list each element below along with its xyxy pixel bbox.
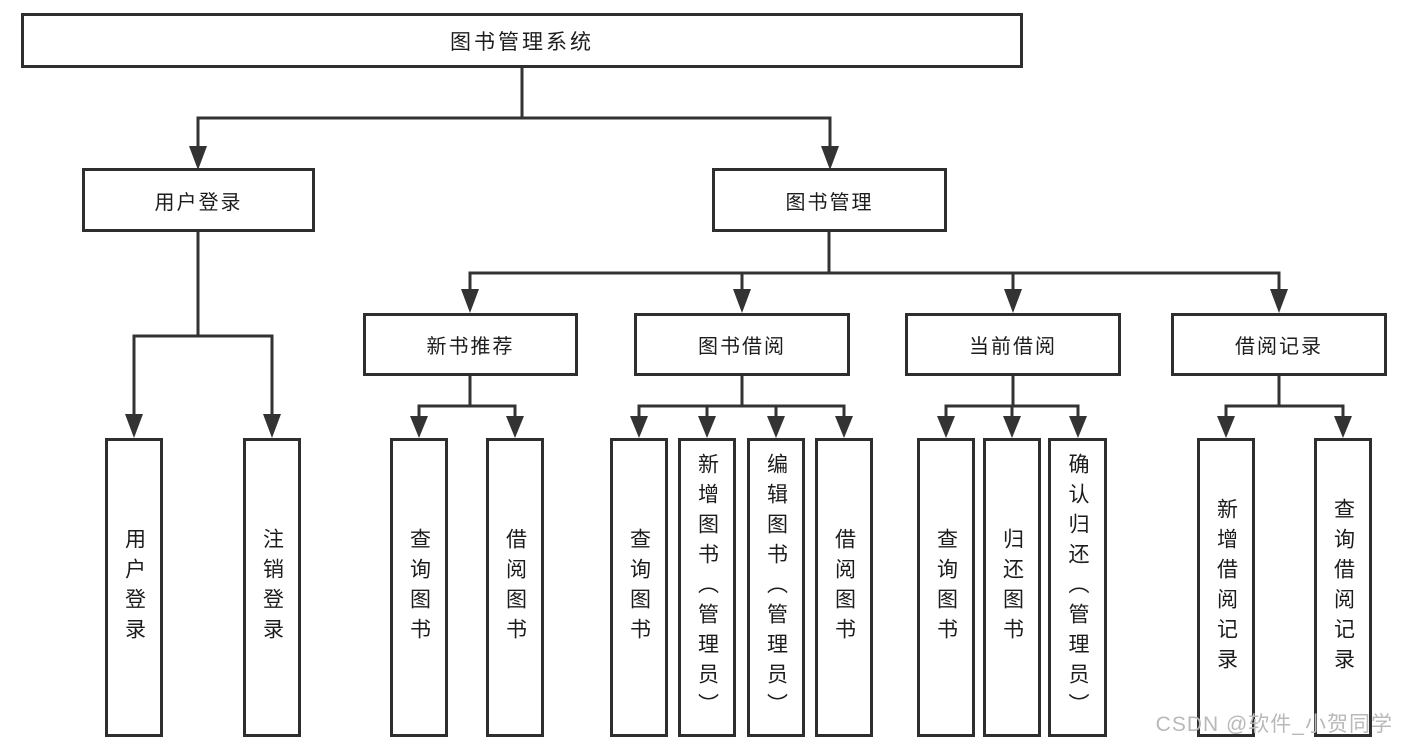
arrowhead [189, 146, 207, 170]
arrowhead [698, 416, 716, 438]
leaf-add-borrow-record: 新增借阅记录 [1197, 438, 1255, 737]
arrowhead [1069, 416, 1087, 438]
edges-root [189, 64, 839, 170]
arrowhead [506, 416, 524, 438]
node-user-login: 用户登录 [82, 168, 315, 232]
arrowhead [937, 416, 955, 438]
edges-new-book-recommend [410, 372, 524, 438]
arrowhead [1217, 416, 1235, 438]
arrowhead [1270, 289, 1288, 313]
csdn-watermark: CSDN @软件_小贺同学 [1155, 713, 1393, 736]
node-current-borrowing: 当前借阅 [905, 313, 1121, 376]
arrowhead [835, 416, 853, 438]
arrowhead [767, 416, 785, 438]
arrowhead [410, 416, 428, 438]
node-new-book-recommend: 新书推荐 [363, 313, 578, 376]
arrowhead [125, 414, 143, 438]
arrowhead [1003, 416, 1021, 438]
arrowhead [630, 416, 648, 438]
leaf-query-books-2: 查询图书 [610, 438, 668, 737]
node-borrow-records: 借阅记录 [1171, 313, 1387, 376]
leaf-query-borrow-record: 查询借阅记录 [1314, 438, 1372, 737]
arrowhead [821, 146, 839, 170]
leaf-query-books-3: 查询图书 [917, 438, 975, 737]
edges-book-borrowing [630, 372, 853, 438]
edges-borrow-records [1217, 372, 1352, 438]
leaf-user-login: 用户登录 [105, 438, 163, 737]
leaf-borrow-books-1: 借阅图书 [486, 438, 544, 737]
leaf-confirm-return-admin: 确认归还（管理员） [1048, 438, 1107, 737]
leaf-logout: 注销登录 [243, 438, 301, 737]
edges-current-borrowing [937, 372, 1087, 438]
arrowhead [733, 289, 751, 313]
leaf-return-book: 归还图书 [983, 438, 1041, 737]
node-book-management: 图书管理 [712, 168, 947, 232]
node-root: 图书管理系统 [21, 13, 1023, 68]
edges-user-login [125, 228, 281, 438]
node-book-borrowing: 图书借阅 [634, 313, 850, 376]
leaf-edit-book-admin: 编辑图书（管理员） [747, 438, 805, 737]
arrowhead [263, 414, 281, 438]
arrowhead [461, 289, 479, 313]
edges-book-management [461, 228, 1288, 313]
leaf-add-book-admin: 新增图书（管理员） [678, 438, 736, 737]
arrowhead [1334, 416, 1352, 438]
arrowhead [1004, 289, 1022, 313]
leaf-borrow-books-2: 借阅图书 [815, 438, 873, 737]
leaf-query-books-1: 查询图书 [390, 438, 448, 737]
